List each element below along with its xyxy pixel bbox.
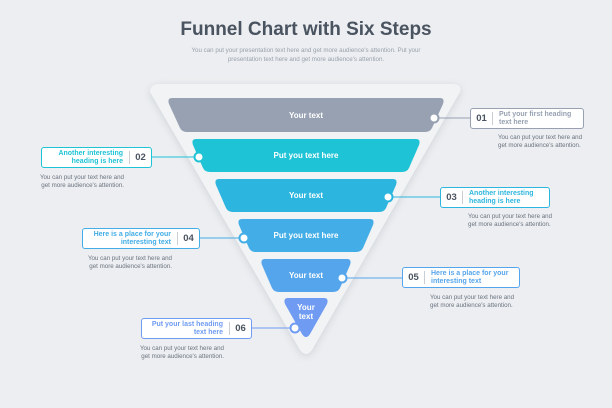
funnel-stage-5: [261, 259, 351, 292]
stage-text-2: Put you text here: [273, 151, 339, 160]
connector-dot-01: [428, 112, 440, 124]
step-heading: Put your first heading text here: [499, 110, 572, 126]
stage-text-4: Put you text here: [273, 231, 339, 240]
step-label-06: Put your last heading text here 06: [141, 318, 252, 339]
page-title: Funnel Chart with Six Steps: [180, 19, 432, 40]
funnel-stage-3: [215, 179, 397, 212]
funnel-stage-2: [192, 139, 420, 172]
step-number: 01: [471, 112, 493, 125]
step-description-02: You can put your text here and get more …: [39, 174, 124, 190]
stage-text-6: Your text: [297, 303, 315, 321]
step-label-04: Here is a place for your interesting tex…: [82, 228, 200, 249]
funnel-stage-6: [284, 298, 328, 337]
connector-dot-02: [193, 151, 205, 163]
step-heading: Another interesting heading is here: [469, 189, 534, 205]
step-description-05: You can put your text here and get more …: [430, 294, 515, 310]
step-label-02: Another interesting heading is here 02: [41, 147, 152, 168]
step-number: 02: [129, 151, 151, 164]
step-label-05: 05 Here is a place for your interesting …: [402, 267, 520, 288]
step-description-01: You can put your text here and get more …: [498, 134, 583, 150]
step-label-01: 01 Put your first heading text here: [470, 108, 584, 129]
step-description-06: You can put your text here and get more …: [139, 345, 224, 361]
connector-dot-06: [289, 322, 301, 334]
stage-text-1: Your text: [288, 111, 324, 120]
step-heading: Put your last heading text here: [151, 320, 223, 336]
step-number: 03: [441, 191, 463, 204]
step-number: 04: [177, 232, 199, 245]
step-description-04: You can put your text here and get more …: [87, 255, 172, 271]
step-label-03: 03 Another interesting heading is here: [440, 187, 550, 208]
connector-dot-03: [382, 191, 394, 203]
step-number: 05: [403, 271, 425, 284]
step-number: 06: [229, 322, 251, 335]
connector-dot-05: [336, 272, 348, 284]
step-heading: Another interesting heading is here: [58, 149, 123, 165]
stage-text-3: Your text: [288, 191, 324, 200]
connector-dot-04: [238, 232, 250, 244]
stage-text-5: Your text: [288, 271, 324, 280]
page-subtitle: You can put your presentation text here …: [191, 47, 421, 63]
step-heading: Here is a place for your interesting tex…: [93, 230, 171, 246]
step-heading: Here is a place for your interesting tex…: [431, 269, 509, 285]
step-description-03: You can put your text here and get more …: [468, 213, 553, 229]
funnel-stage-1: [168, 98, 444, 132]
funnel-stage-4: [238, 219, 374, 252]
